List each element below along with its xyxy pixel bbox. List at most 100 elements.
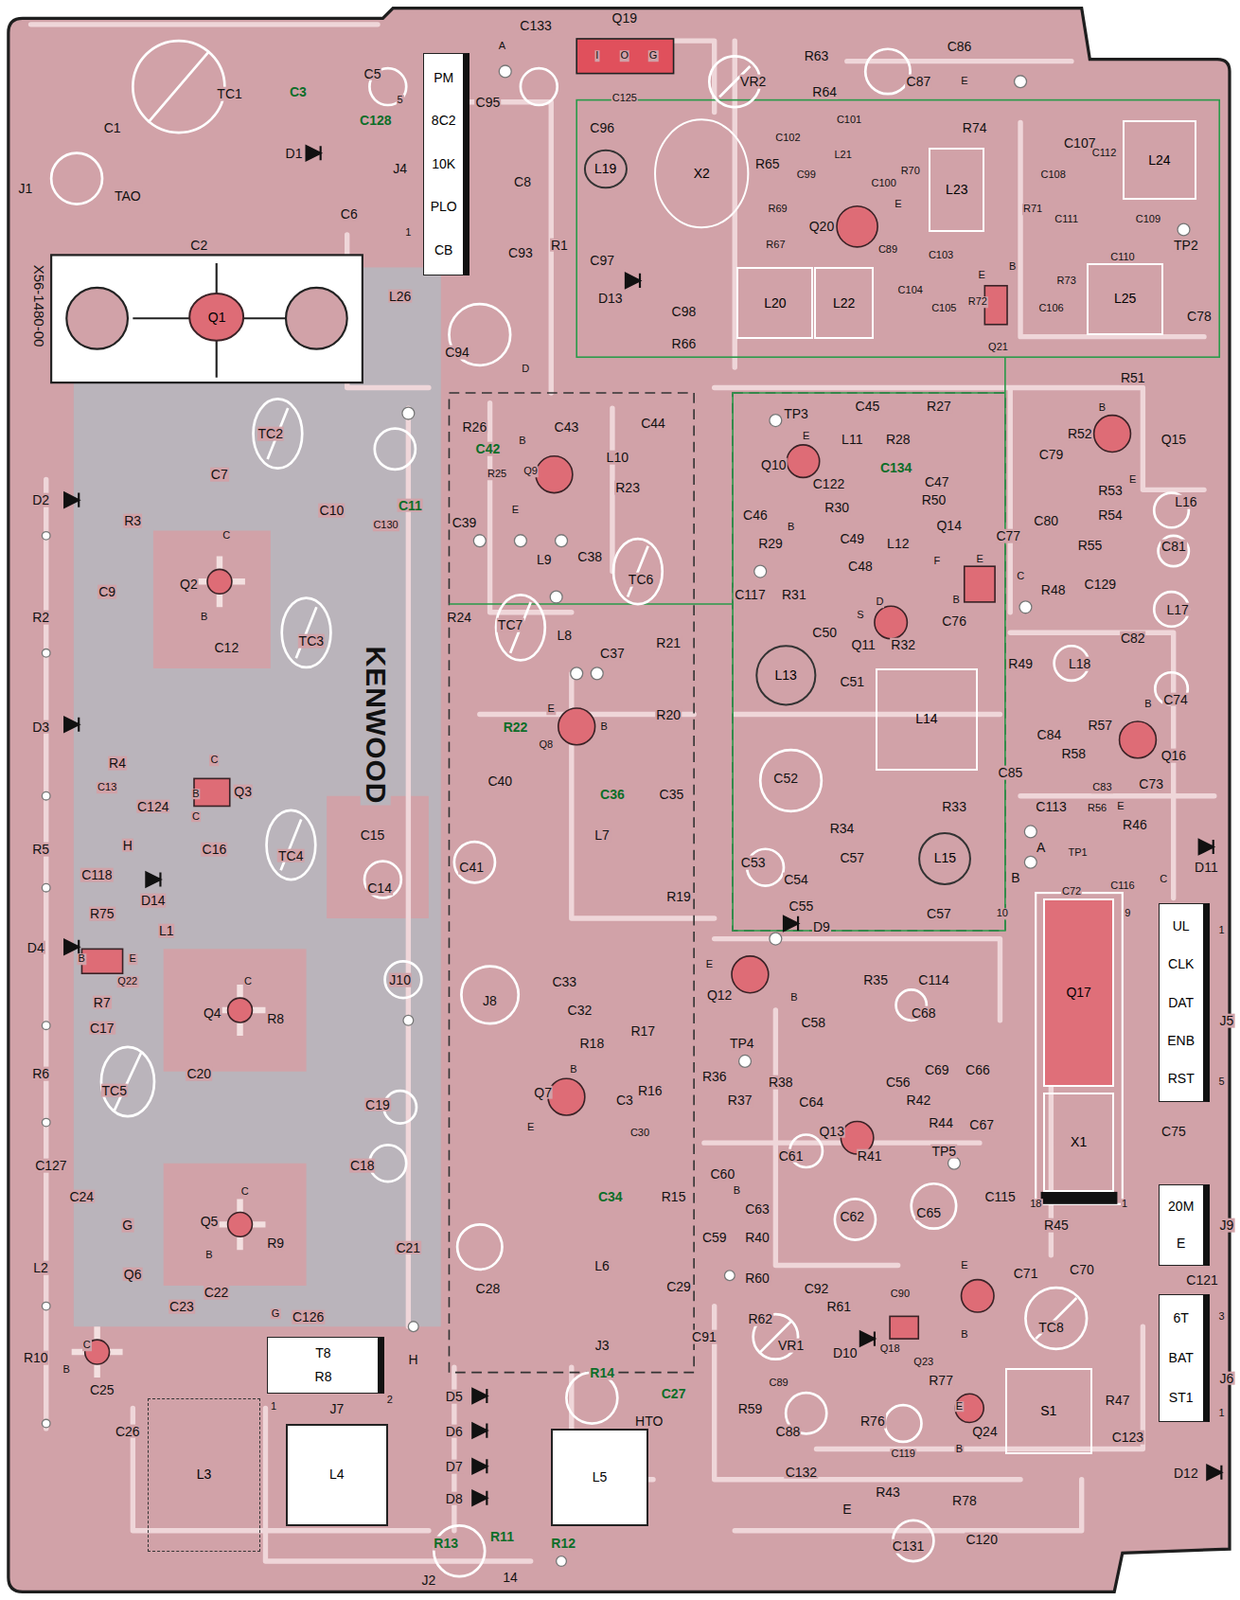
part-label: C53 [740, 855, 767, 870]
component-outline: L20 [736, 266, 814, 338]
part-label: D5 [444, 1389, 464, 1404]
part-label: L2 [32, 1260, 50, 1276]
part-text: L22 [832, 296, 855, 311]
part-label: C78 [1186, 309, 1213, 324]
part-label: B [789, 992, 798, 1005]
part-label: Q6 [123, 1266, 143, 1281]
part-label: C14 [366, 881, 393, 896]
via-hole [498, 65, 512, 78]
part-text: S1 [1040, 1403, 1057, 1418]
outline-ellipse [190, 293, 245, 341]
part-label: C118 [80, 868, 113, 883]
part-label: C84 [1036, 727, 1063, 743]
part-text: 20M [1168, 1199, 1194, 1214]
shield-outline [448, 356, 1005, 931]
part-label: TC3 [298, 634, 325, 649]
part-label: C114 [917, 973, 950, 988]
diode-symbol [625, 273, 640, 288]
part-label: C28 [475, 1280, 502, 1295]
part-label: D12 [1172, 1465, 1200, 1480]
part-label: C89 [768, 1377, 790, 1389]
transistor-body [731, 956, 769, 993]
ground-plane [73, 266, 442, 1327]
part-label: C77 [994, 529, 1022, 544]
part-label: C80 [1032, 513, 1060, 529]
via-hole [948, 1156, 961, 1170]
part-label: C89 [877, 244, 899, 256]
part-label: L21 [832, 149, 852, 161]
part-label: E [974, 553, 984, 566]
part-label: C12 [213, 639, 241, 655]
part-label: R64 [811, 85, 838, 100]
part-label: C [1158, 874, 1169, 886]
part-label: R58 [1060, 745, 1087, 761]
part-label: 14 [501, 1569, 519, 1584]
part-label: E [1128, 474, 1137, 486]
part-label: R43 [874, 1485, 902, 1500]
component-outline: S1 [1005, 1367, 1093, 1455]
part-label: B [600, 721, 609, 733]
diode-symbol [860, 1331, 875, 1347]
via-hole [549, 590, 563, 603]
part-label: E [893, 198, 903, 211]
part-label: 2 [386, 1394, 394, 1406]
part-label: I [594, 51, 600, 63]
part-label: 5 [1218, 1076, 1226, 1088]
part-label: C7 [210, 467, 230, 482]
part-label: R69 [766, 203, 788, 215]
part-label: R78 [951, 1493, 978, 1508]
part-label: C96 [588, 120, 616, 135]
outline-ellipse [655, 119, 748, 228]
transistor-body [81, 948, 123, 974]
transistor-body [955, 1393, 984, 1422]
part-label: C21 [394, 1240, 422, 1255]
part-label: B [1098, 402, 1107, 414]
coil-outline: L15 [918, 832, 972, 886]
shield-outline [448, 392, 694, 1373]
part-label: R53 [1097, 482, 1124, 497]
transistor-package: Q1 [188, 292, 245, 342]
electrolytic-capacitor [760, 749, 822, 812]
part-label: C45 [854, 399, 882, 414]
part-label: Q19 [611, 11, 638, 26]
part-label: C41 [458, 860, 485, 875]
heatsink-notch [285, 287, 348, 350]
part-label: TP2 [1172, 237, 1200, 252]
connector-block: 20ME [1158, 1184, 1210, 1266]
part-text: PM [433, 70, 454, 86]
part-label: R45 [1043, 1217, 1070, 1232]
part-label: D11 [1193, 860, 1220, 875]
part-label: G [121, 1217, 134, 1232]
part-label: A [497, 40, 507, 53]
part-label: C34 [597, 1188, 624, 1204]
component-outline: L23 [928, 147, 985, 231]
part-label: D9 [812, 920, 832, 935]
jack-circle [566, 1372, 618, 1424]
part-text: L14 [915, 711, 938, 727]
part-label: C51 [838, 674, 866, 690]
diode-symbol [64, 939, 79, 955]
part-label: R18 [579, 1036, 606, 1051]
part-label: TC2 [256, 426, 284, 442]
part-label: C3 [288, 85, 308, 100]
part-label: R7 [92, 994, 112, 1010]
part-label: Q21 [987, 341, 1010, 354]
part-label: B [77, 954, 87, 966]
part-label: Q8 [537, 739, 554, 751]
via-hole [473, 534, 486, 548]
part-label: R54 [1097, 508, 1124, 523]
part-label: C105 [930, 302, 957, 315]
part-text: L4 [329, 1467, 345, 1482]
part-label: L9 [535, 552, 553, 567]
via-hole [739, 1054, 752, 1067]
part-label: C27 [660, 1385, 688, 1400]
part-label: R24 [445, 610, 473, 625]
part-label: R41 [856, 1148, 884, 1163]
part-label: 5 [396, 94, 405, 107]
crystal-outline: X2 [653, 117, 750, 231]
rf-transistor [207, 568, 232, 594]
part-label: Q16 [1160, 748, 1187, 763]
brand-mark: KENWOOD [360, 644, 391, 805]
connector-block: ULCLKDATENBRST [1158, 903, 1210, 1102]
via-hole [556, 1556, 567, 1567]
